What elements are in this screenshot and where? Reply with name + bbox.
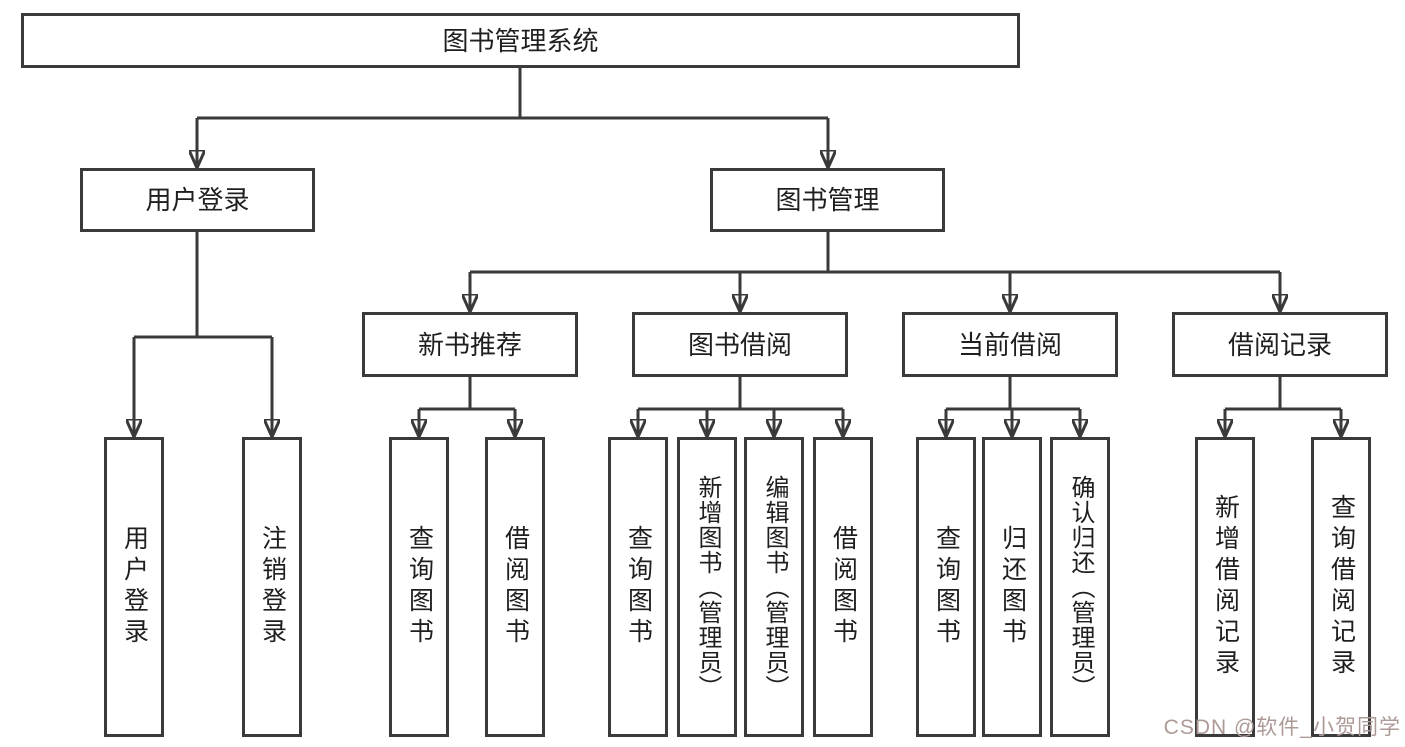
node-user-login: 用户登录 [80, 168, 315, 232]
leaf-edit-book-admin: 编辑图书（管理员） [744, 437, 804, 737]
leaf-confirm-return-admin-label: 确认归还（管理员） [1067, 474, 1094, 700]
leaf-query-books-borrowing-label: 查询图书 [624, 525, 653, 649]
leaf-query-books-borrowing: 查询图书 [608, 437, 668, 737]
node-library-system: 图书管理系统 [21, 13, 1020, 68]
leaf-borrow-books-borrowing-label: 借阅图书 [829, 525, 858, 649]
node-new-book-recommend: 新书推荐 [362, 312, 578, 377]
leaf-logout: 注销登录 [242, 437, 302, 737]
leaf-user-login-label: 用户登录 [120, 525, 149, 649]
leaf-query-borrow-record-label: 查询借阅记录 [1327, 494, 1356, 680]
node-book-management: 图书管理 [710, 168, 945, 232]
leaf-add-book-admin: 新增图书（管理员） [677, 437, 737, 737]
leaf-add-borrow-record: 新增借阅记录 [1195, 437, 1255, 737]
node-current-borrowing: 当前借阅 [902, 312, 1118, 377]
leaf-user-login: 用户登录 [104, 437, 164, 737]
leaf-confirm-return-admin: 确认归还（管理员） [1050, 437, 1110, 737]
leaf-query-borrow-record: 查询借阅记录 [1311, 437, 1371, 737]
leaf-add-book-admin-label: 新增图书（管理员） [694, 474, 721, 700]
watermark: CSDN @软件_小贺同学 [1163, 716, 1401, 739]
leaf-return-books: 归还图书 [982, 437, 1042, 737]
leaf-borrow-books-recommend-label: 借阅图书 [501, 525, 530, 649]
node-book-borrowing: 图书借阅 [632, 312, 848, 377]
leaf-logout-label: 注销登录 [258, 525, 287, 649]
leaf-query-books-current: 查询图书 [916, 437, 976, 737]
leaf-query-books-recommend: 查询图书 [389, 437, 449, 737]
leaf-query-books-recommend-label: 查询图书 [405, 525, 434, 649]
leaf-borrow-books-borrowing: 借阅图书 [813, 437, 873, 737]
leaf-borrow-books-recommend: 借阅图书 [485, 437, 545, 737]
leaf-add-borrow-record-label: 新增借阅记录 [1211, 494, 1240, 680]
node-borrowing-records: 借阅记录 [1172, 312, 1388, 377]
leaf-edit-book-admin-label: 编辑图书（管理员） [761, 474, 788, 700]
leaf-return-books-label: 归还图书 [998, 525, 1027, 649]
leaf-query-books-current-label: 查询图书 [932, 525, 961, 649]
